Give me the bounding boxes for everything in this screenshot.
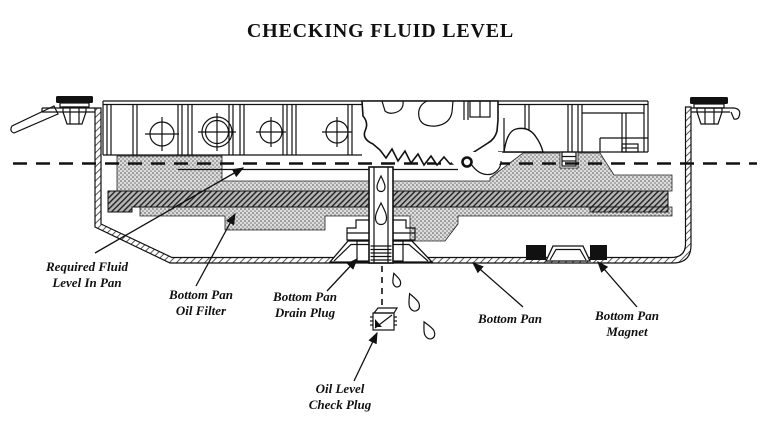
leader-arrows [94, 167, 638, 382]
detent-roller [461, 156, 473, 168]
label-check-plug: Oil Level Check Plug [308, 381, 372, 412]
diagram-title: CHECKING FLUID LEVEL [246, 20, 515, 42]
oil-drops [392, 272, 436, 340]
label-required-fluid-level: Required Fluid Level In Pan [46, 259, 128, 290]
oil-level-check-plug [370, 307, 399, 331]
label-oil-filter: Bottom Pan Oil Filter [169, 287, 233, 318]
pan-magnet [526, 245, 607, 262]
bolt-hole-circles [145, 113, 352, 151]
valve-body-casting [361, 100, 577, 176]
label-magnet: Bottom Pan Magnet [595, 308, 659, 339]
left-mount-bolt [10, 96, 93, 134]
label-drain-plug: Bottom Pan Drain Plug [273, 289, 337, 320]
drain-tube [368, 166, 394, 264]
drain-plug-assembly [328, 166, 434, 264]
label-bottom-pan: Bottom Pan [478, 311, 542, 326]
right-mount-bolt [690, 97, 728, 125]
